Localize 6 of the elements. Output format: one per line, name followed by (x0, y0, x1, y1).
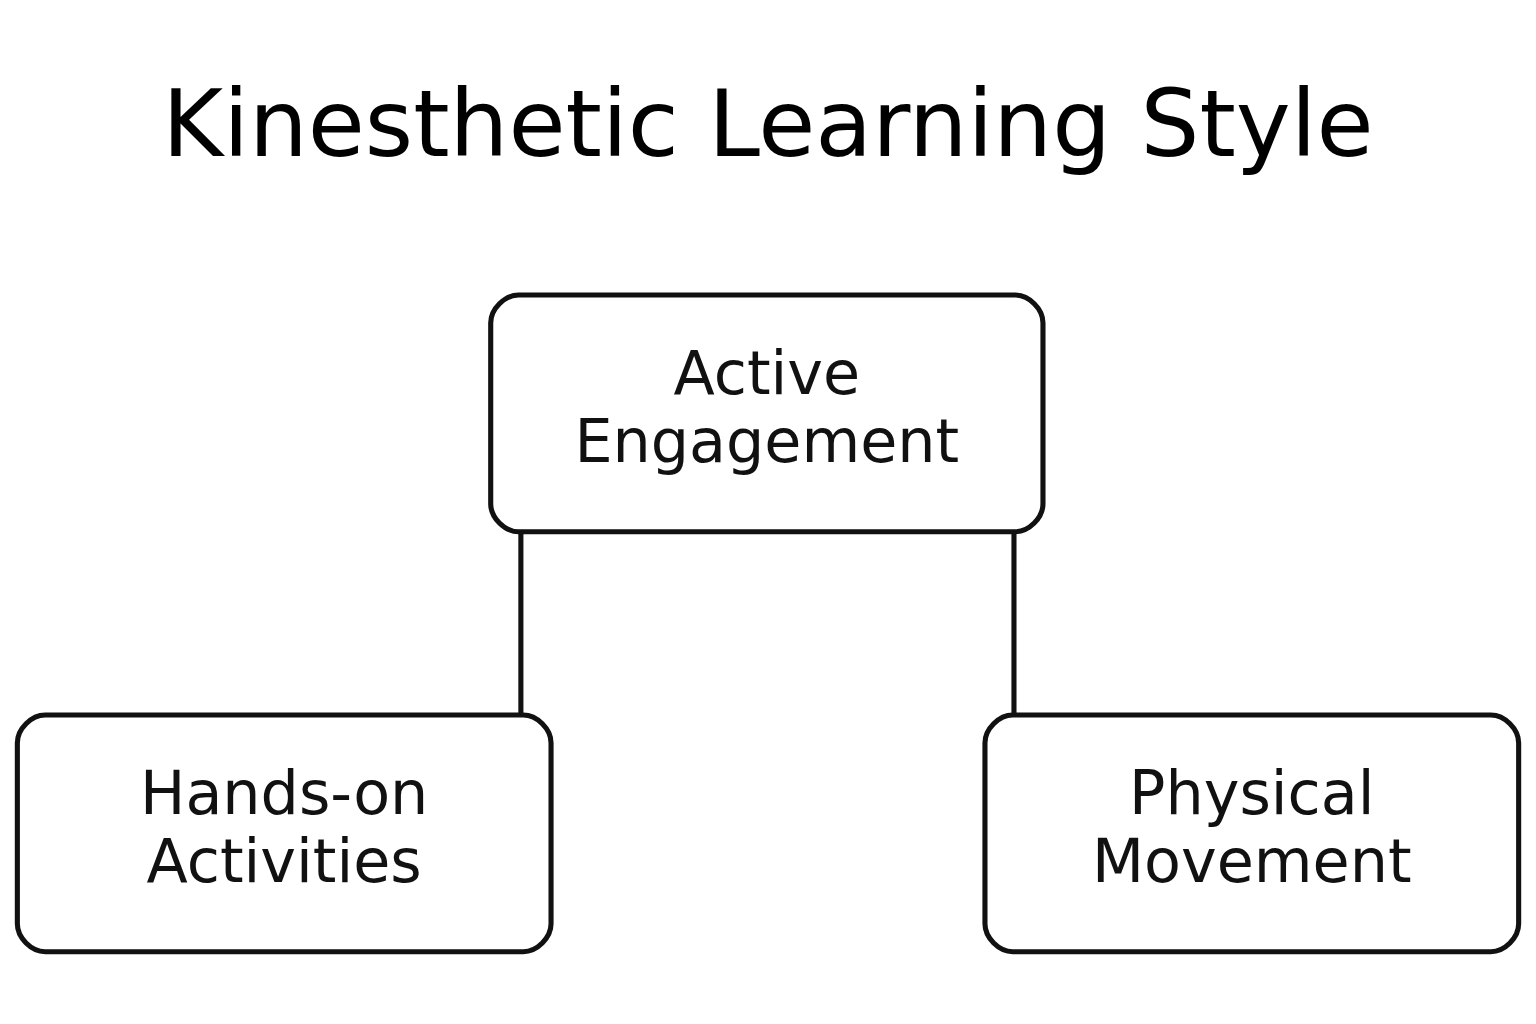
node-box: Physical Movement (982, 712, 1522, 955)
node-box: Hands-on Activities (14, 712, 554, 955)
diagram-title: Kinesthetic Learning Style (162, 69, 1374, 178)
node-box: Active Engagement (488, 292, 1046, 535)
connector (518, 532, 524, 715)
connector (1011, 532, 1017, 715)
